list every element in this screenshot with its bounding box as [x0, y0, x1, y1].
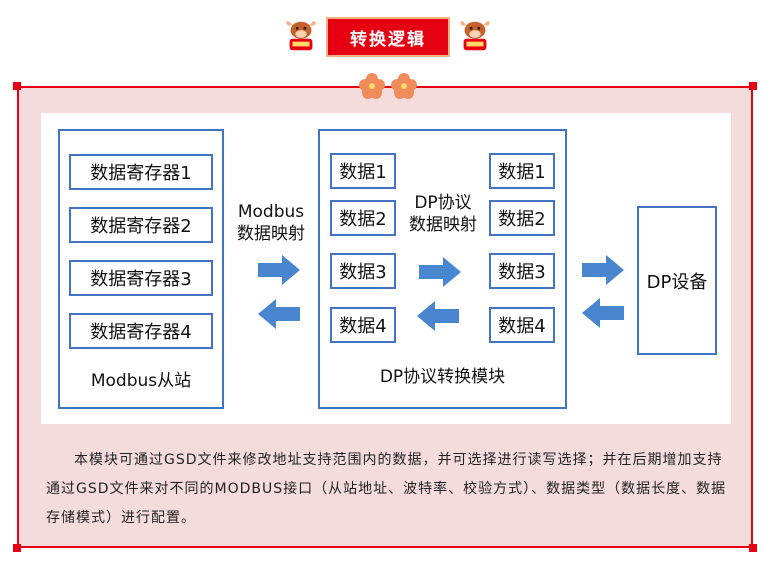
data-cell-right: 数据3	[489, 253, 555, 289]
modbus-mapping-label: Modbus 数据映射	[226, 201, 316, 245]
data-cell-left: 数据1	[330, 153, 396, 189]
ox-mascot-icon	[460, 21, 490, 51]
data-cell-left: 数据4	[330, 307, 396, 343]
modbus-slave-label: Modbus从站	[90, 371, 192, 391]
frame-corner	[749, 82, 757, 90]
data-register: 数据寄存器4	[69, 313, 213, 349]
modbus-mapping-line2: 数据映射	[237, 224, 305, 244]
section-title: 转换逻辑	[326, 17, 450, 57]
dp-mapping-label: DP协议 数据映射	[400, 192, 486, 236]
data-cell-left: 数据3	[330, 253, 396, 289]
frame-corner	[13, 82, 21, 90]
data-cell-right: 数据4	[489, 307, 555, 343]
ox-mascot-icon	[286, 21, 316, 51]
dp-module-label: DP协议转换模块	[379, 367, 506, 387]
frame-corner	[13, 544, 21, 552]
arrow-left-icon	[258, 299, 300, 329]
dp-mapping-line2: 数据映射	[409, 215, 477, 235]
data-register: 数据寄存器3	[69, 260, 213, 296]
description-text: 本模块可通过GSD文件来修改地址支持范围内的数据，并可选择进行读写选择；并在后期…	[46, 452, 727, 526]
dp-mapping-line1: DP协议	[414, 193, 472, 213]
frame-corner	[749, 544, 757, 552]
data-register: 数据寄存器2	[69, 207, 213, 243]
arrow-right-icon	[258, 255, 300, 285]
arrow-right-icon	[582, 255, 624, 285]
dp-device: DP设备	[637, 206, 717, 355]
arrow-left-icon	[582, 298, 624, 328]
arrow-right-icon	[419, 257, 461, 287]
data-cell-left: 数据2	[330, 200, 396, 236]
data-cell-right: 数据1	[489, 153, 555, 189]
flower-icon	[359, 73, 417, 99]
data-cell-right: 数据2	[489, 200, 555, 236]
arrow-left-icon	[417, 301, 459, 331]
modbus-mapping-line1: Modbus	[237, 202, 305, 222]
data-register: 数据寄存器1	[69, 154, 213, 190]
